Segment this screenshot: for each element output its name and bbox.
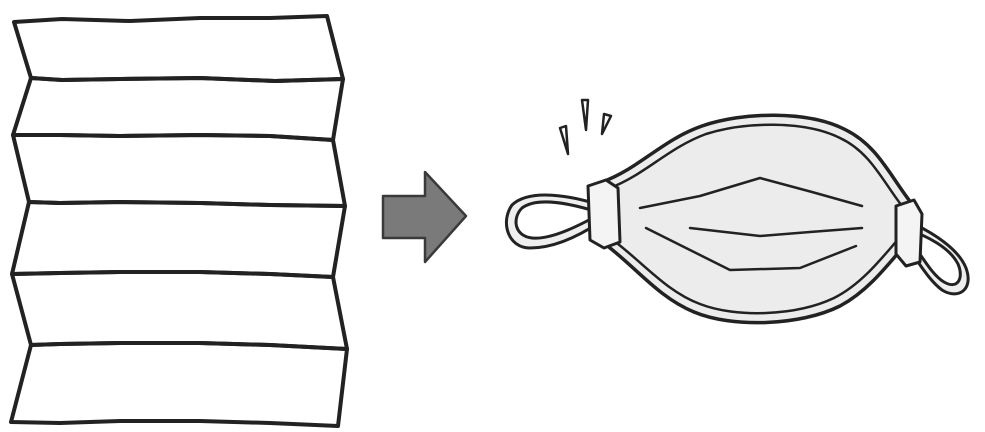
sheet-panel-4 <box>10 200 347 279</box>
mask-right-binding <box>894 198 924 268</box>
mask-left-binding <box>586 178 622 250</box>
mask-pleat-2 <box>688 226 864 238</box>
mask-pleat-3 <box>644 226 858 272</box>
sheet-panel-3 <box>11 133 347 208</box>
sparkle-mark-3 <box>600 112 613 136</box>
sparkle-mark-1 <box>558 124 570 156</box>
right-arrow-icon <box>381 170 468 264</box>
sheet-panel-5 <box>10 270 349 351</box>
sheet-panel-2 <box>11 76 345 142</box>
face-mask-icon <box>504 98 970 325</box>
sheet-panel-1 <box>12 14 345 83</box>
sheet-panel-6 <box>9 341 349 428</box>
folded-sheet <box>9 14 349 428</box>
mask-body <box>596 113 918 325</box>
sparkle-mark-2 <box>580 98 590 132</box>
mask-pleat-1 <box>638 176 864 210</box>
left-ear-loop <box>504 193 602 250</box>
